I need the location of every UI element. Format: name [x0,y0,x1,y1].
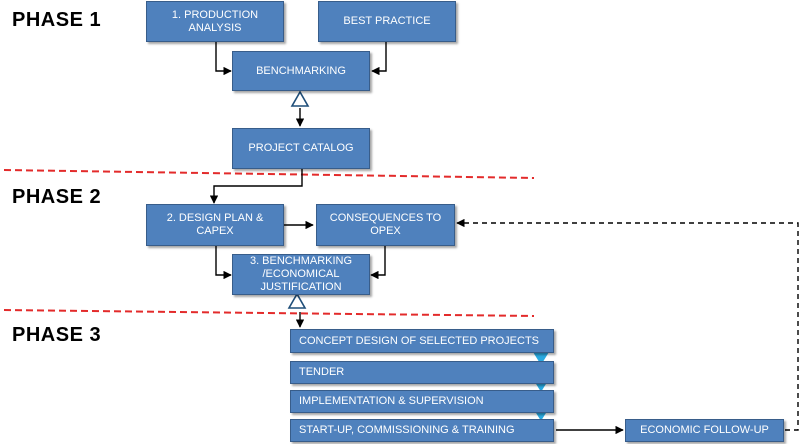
step-down-marker-1 [533,352,549,365]
economic-follow-up-box[interactable]: ECONOMIC FOLLOW-UP [625,419,784,442]
implementation-supervision-box[interactable]: IMPLEMENTATION & SUPERVISION [290,390,554,413]
benchmarking-box[interactable]: BENCHMARKING [232,51,370,91]
phase-divider-1 [3,169,535,179]
connector-design-to-econ [215,246,232,280]
connector-production-to-benchmarking [215,42,232,76]
connector-catalog-to-design [209,169,303,204]
economical-justification-box[interactable]: 3. BENCHMARKING /ECONOMICAL JUSTIFICATIO… [232,254,370,295]
connector-consequences-to-econ [370,246,386,280]
connector-bestpractice-to-benchmarking [371,42,387,76]
concept-design-box[interactable]: CONCEPT DESIGN OF SELECTED PROJECTS [290,329,554,353]
connector-followup-feedback [456,218,799,431]
phase-1-label: PHASE 1 [12,9,102,31]
triangle-marker-phase2 [287,292,307,309]
design-plan-capex-box[interactable]: 2. DESIGN PLAN & CAPEX [146,204,284,246]
phase-3-label: PHASE 3 [12,324,102,346]
startup-commissioning-box[interactable]: START-UP, COMMISSIONING & TRAINING [290,419,554,442]
best-practice-box[interactable]: BEST PRACTICE [318,1,456,42]
phase-divider-2 [3,309,535,317]
project-catalog-box[interactable]: PROJECT CATALOG [232,128,370,169]
production-analysis-box[interactable]: 1. PRODUCTION ANALYSIS [146,1,284,42]
consequences-to-opex-box[interactable]: CONSEQUENCES TO OPEX [316,204,455,246]
tender-box[interactable]: TENDER [290,361,554,384]
triangle-marker-phase1 [290,90,310,107]
phase-2-label: PHASE 2 [12,186,102,208]
